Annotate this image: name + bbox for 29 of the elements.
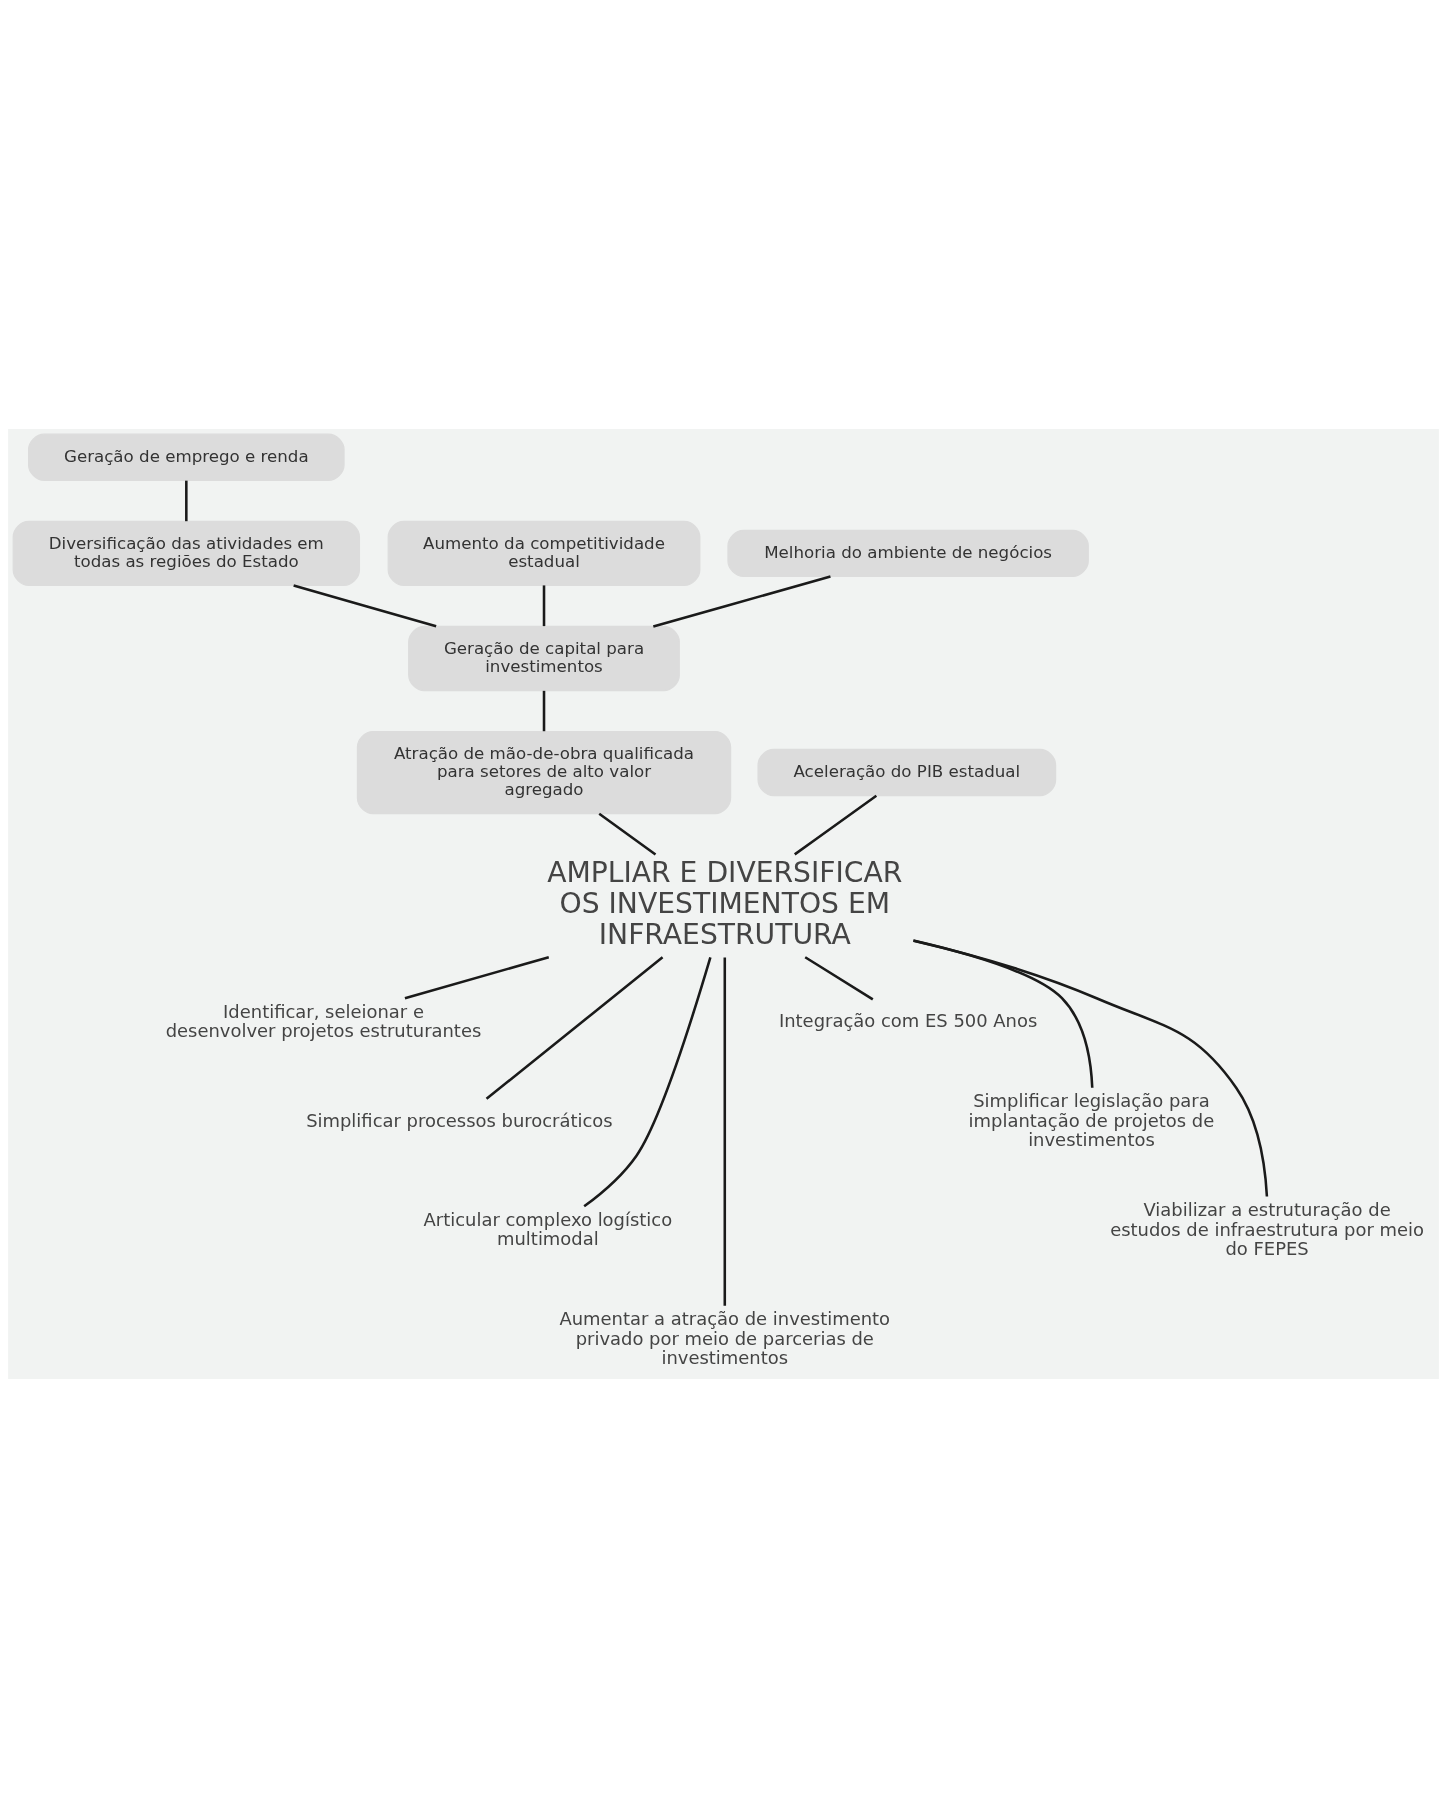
connector (598, 812, 657, 856)
node-text: Simplificar legislação para implantação de projetos de investimentos (968, 1089, 1215, 1150)
connector (404, 955, 550, 999)
connector (913, 938, 1094, 1088)
connector (804, 955, 874, 1000)
node-text: Articular complexo logístico multimodal (423, 1208, 673, 1249)
node-box: Geração de capital para investimentos (408, 625, 680, 691)
connector (542, 690, 546, 731)
node-box: Geração de emprego e renda (28, 433, 345, 481)
node-box: Aumento da competitividade estadual (387, 520, 701, 586)
node-text: Simplificar processos burocráticos (306, 1109, 613, 1131)
connector (185, 480, 188, 521)
connector (652, 574, 831, 628)
node-box: Melhoria do ambiente de negócios (727, 529, 1089, 577)
node-text: Integração com ES 500 Anos (778, 1009, 1038, 1031)
node-box: Atração de mão-de-obra qualificada para setores de alto valor agregado (356, 730, 732, 814)
connector (293, 583, 437, 627)
node-text: Aumentar a atração de investimento privado por meio de parcerias de investimentos (559, 1307, 891, 1368)
connector (913, 938, 1269, 1197)
node-box: Aceleração do PIB estadual (757, 748, 1057, 796)
connector (794, 794, 878, 855)
connector (542, 584, 546, 626)
node-text: AMPLIAR E DIVERSIFICAR OS INVESTIMENTOS EM INFRAESTRUTURA (547, 855, 903, 951)
node-box: Diversificação das atividades em todas as regiões do Estado (12, 520, 361, 586)
connector (583, 956, 712, 1207)
node-text: Identificar, seleionar e desenvolver projetos estruturantes (165, 1000, 482, 1041)
node-text: Viabilizar a estruturação de estudos de infraestrutura por meio do FEPES (1110, 1198, 1425, 1259)
connector (723, 957, 727, 1306)
connector (485, 955, 664, 1100)
